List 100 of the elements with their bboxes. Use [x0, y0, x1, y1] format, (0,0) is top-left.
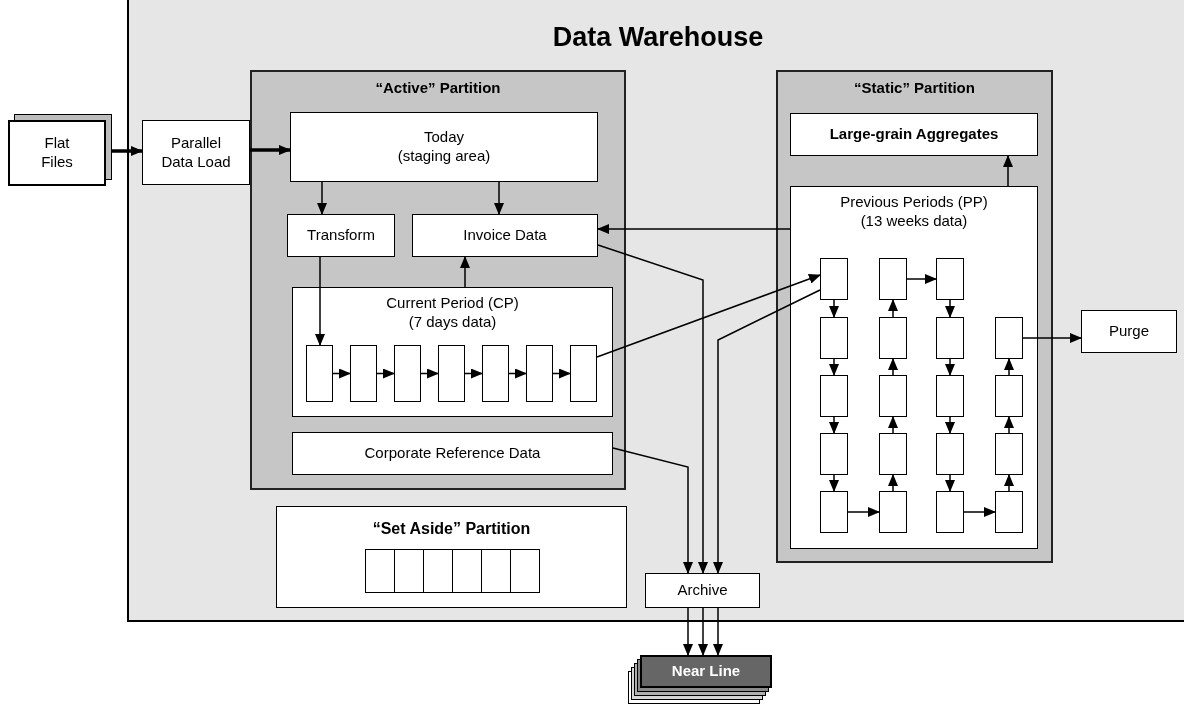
arrow — [683, 607, 693, 656]
partition-title: “Set Aside” Partition — [371, 519, 532, 539]
arrow — [888, 358, 898, 376]
arrow — [508, 368, 527, 379]
box-shape — [526, 345, 553, 402]
arrow — [597, 224, 791, 234]
arrow — [552, 368, 571, 379]
warehouse-boundary — [127, 0, 1184, 622]
box-shape — [820, 433, 848, 475]
arrow — [847, 507, 880, 517]
box-label: Corporate Reference Data — [364, 444, 541, 463]
box-label: Parallel Data Load — [161, 133, 231, 172]
box-shape — [350, 345, 377, 402]
arrow — [888, 416, 898, 434]
box-shape — [481, 549, 511, 593]
arrow — [460, 256, 470, 288]
box-shape — [820, 258, 848, 300]
arrow — [945, 416, 955, 434]
arrow — [332, 368, 351, 379]
arrow — [1004, 416, 1014, 434]
box-shape — [879, 491, 907, 533]
arrow — [464, 368, 483, 379]
arrow — [888, 474, 898, 492]
period-box — [790, 186, 1038, 549]
box-shape — [394, 549, 424, 593]
box-label: Archive — [677, 581, 728, 600]
box-shape — [995, 433, 1023, 475]
arrow — [698, 607, 708, 656]
box-shape — [365, 549, 395, 593]
arrow — [420, 368, 439, 379]
arrow — [945, 474, 955, 492]
box-shape — [482, 345, 509, 402]
box-label: Invoice Data — [463, 226, 547, 245]
box-shape — [936, 375, 964, 417]
box-label: Large-grain Aggregates — [829, 125, 999, 144]
arrow — [1004, 358, 1014, 376]
box-shape — [820, 317, 848, 359]
arrow — [376, 368, 395, 379]
box-label: Flat Files — [41, 134, 73, 172]
arrow — [945, 299, 955, 318]
process-box — [142, 120, 250, 185]
arrow — [1022, 333, 1082, 343]
box-shape — [936, 258, 964, 300]
box-shape — [936, 317, 964, 359]
partition-panel — [276, 506, 627, 608]
box-shape — [394, 345, 421, 402]
box-shape — [306, 345, 333, 402]
stacked-files — [8, 114, 112, 186]
period-box — [292, 287, 613, 417]
arrow — [829, 358, 839, 376]
arrow — [1004, 474, 1014, 492]
warehouse-label: Data Warehouse — [551, 24, 765, 51]
arrow — [112, 146, 143, 156]
arrow — [829, 474, 839, 492]
arrow — [906, 274, 937, 284]
process-box — [645, 573, 760, 608]
process-box — [412, 214, 598, 257]
box-shape — [423, 549, 453, 593]
box-shape — [879, 375, 907, 417]
box-shape — [995, 317, 1023, 359]
box-label: Purge — [1109, 322, 1149, 341]
partition-title: “Active” Partition — [374, 79, 502, 98]
process-box — [292, 432, 613, 475]
arrow — [713, 289, 821, 574]
partition-panel — [250, 70, 626, 490]
box-shape — [570, 345, 597, 402]
box-shape — [995, 375, 1023, 417]
arrow — [1003, 155, 1013, 187]
arrow — [494, 181, 504, 215]
arrow — [713, 607, 723, 656]
box-label: Today (staging area) — [397, 128, 491, 166]
process-box — [287, 214, 395, 257]
arrow — [612, 447, 693, 574]
box-label: Near Line — [671, 662, 741, 681]
arrow — [315, 256, 325, 346]
arrow — [596, 274, 821, 358]
arrow — [250, 145, 291, 155]
arrow — [888, 299, 898, 318]
box-shape — [936, 491, 964, 533]
box-label: Previous Periods (PP) (13 weeks data) — [839, 193, 989, 231]
arrow — [945, 358, 955, 376]
box-shape — [995, 491, 1023, 533]
arrow — [829, 299, 839, 318]
partition-title: “Static” Partition — [853, 79, 976, 98]
process-box — [1081, 310, 1177, 353]
arrow — [963, 507, 996, 517]
box-shape — [936, 433, 964, 475]
box-shape — [452, 549, 482, 593]
box-shape — [879, 433, 907, 475]
box-shape — [879, 258, 907, 300]
box-label: Transform — [307, 226, 375, 245]
box-shape — [820, 375, 848, 417]
arrow — [829, 416, 839, 434]
process-box — [290, 112, 598, 182]
partition-panel — [776, 70, 1053, 563]
stacked-storage — [628, 655, 772, 704]
box-label: Current Period (CP) (7 days data) — [385, 294, 520, 332]
box-shape — [820, 491, 848, 533]
process-box — [790, 113, 1038, 156]
arrow — [597, 244, 708, 574]
